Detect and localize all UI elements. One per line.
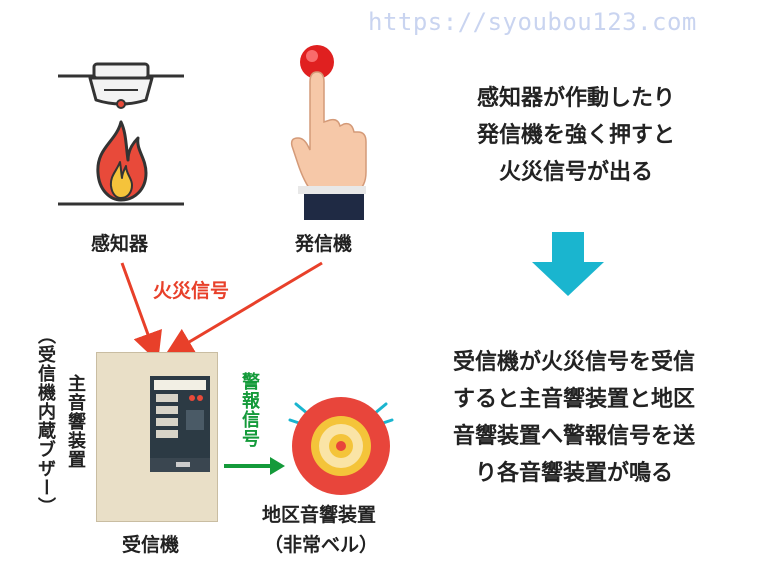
district-sounder-label-line1: 地区音響装置 xyxy=(262,504,377,526)
receiver-label: 受信機 xyxy=(122,534,180,556)
buzzer-note-label: （受信機内蔵ブザー） xyxy=(35,326,56,516)
down-arrow-icon xyxy=(532,232,604,296)
main-sounder-label: 主音響装置 xyxy=(65,374,86,469)
explanation-step2-line: すると主音響装置と地区 xyxy=(452,387,695,412)
fire-alarm-receiver-panel xyxy=(96,352,218,522)
fire-signal-label: 火災信号 xyxy=(153,280,230,302)
explanation-step1-line: 発信機を強く押すと xyxy=(476,123,675,148)
alarm-signal-label: 警報信号 xyxy=(239,372,260,448)
fire-signal-arrows xyxy=(120,261,323,363)
push-button-hand-icon xyxy=(290,45,367,220)
explanation-step1-line: 火災信号が出る xyxy=(498,160,653,185)
explanation-step2-line: 受信機が火災信号を受信 xyxy=(452,350,695,375)
explanation-step2-line: り各音響装置が鳴る xyxy=(474,461,673,486)
explanation-step1-line: 感知器が作動したり xyxy=(476,86,675,111)
explanation-step1: 感知器が作動したり 発信機を強く押すと 火災信号が出る xyxy=(416,80,736,191)
explanation-step2-line: 音響装置へ警報信号を送 xyxy=(452,424,695,449)
site-url: https://syoubou123.com xyxy=(368,8,697,36)
smoke-detector-icon xyxy=(58,62,184,109)
manual-call-point-label: 発信機 xyxy=(295,233,353,255)
alarm-bell-icon xyxy=(288,397,394,495)
detector-label: 感知器 xyxy=(91,233,149,255)
alarm-signal-arrow xyxy=(224,457,285,475)
fire-icon xyxy=(58,120,184,206)
district-sounder-label-line2: （非常ベル） xyxy=(264,534,379,556)
explanation-step2: 受信機が火災信号を受信 すると主音響装置と地区 音響装置へ警報信号を送 り各音響… xyxy=(404,344,744,492)
